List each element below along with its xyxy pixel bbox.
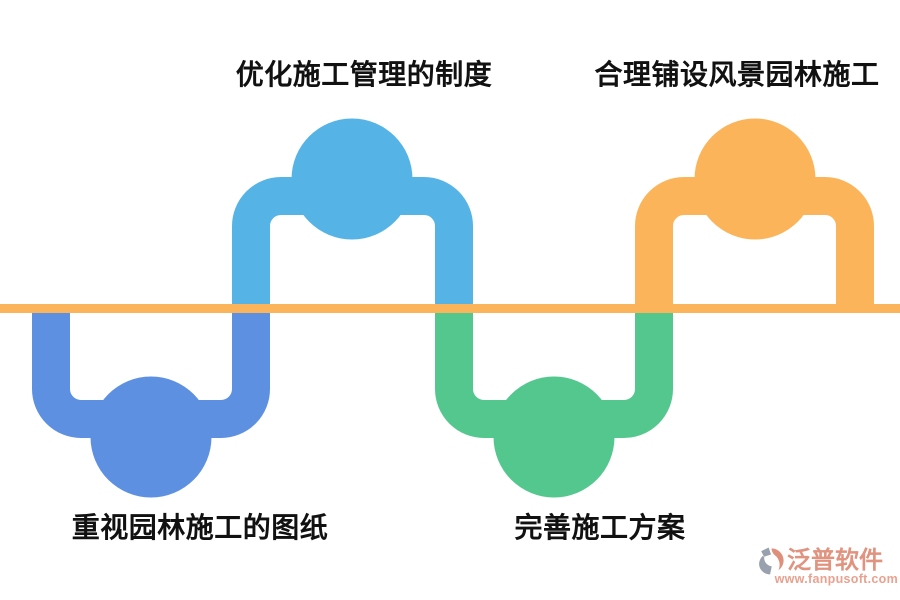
fanpu-logo-icon [759, 547, 784, 575]
fanpu-brand-text: 泛普软件 [787, 547, 883, 574]
step-4-node [694, 118, 816, 240]
step-2-node [291, 118, 413, 240]
step-4-label: 合理铺设风景园林施工 [594, 59, 880, 90]
logo-salmon-crescent [771, 548, 784, 571]
step-1-node [90, 376, 212, 498]
baseline [0, 304, 900, 313]
step-3-label: 完善施工方案 [514, 512, 686, 543]
step-1-label: 重视园林施工的图纸 [71, 512, 329, 543]
fanpu-watermark: 泛普软件 www.fanpusoft.com [757, 546, 898, 586]
logo-gray-swoosh [759, 555, 772, 575]
logo-gray-ribbon [761, 547, 771, 557]
step-2-label: 优化施工管理的制度 [235, 59, 493, 90]
step-3-node [493, 376, 615, 498]
fanpu-url-text: www.fanpusoft.com [774, 572, 898, 586]
